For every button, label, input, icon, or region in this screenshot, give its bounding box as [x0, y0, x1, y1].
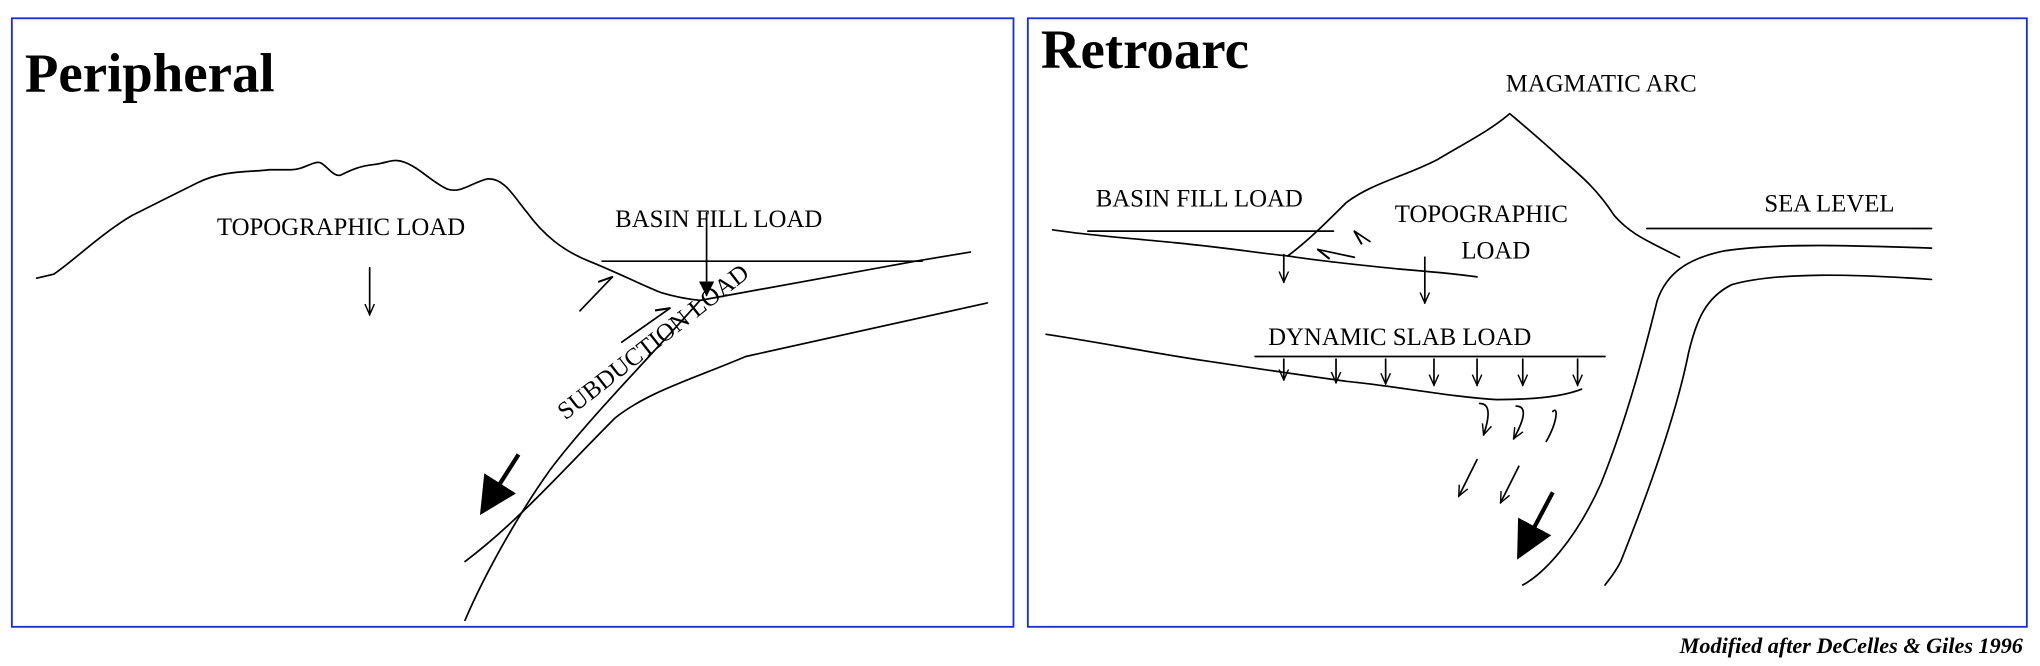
thrust-arrow	[1316, 248, 1356, 260]
peripheral-panel: Peripheral TOPOGRAPHIC LOAD BASIN FILL L…	[10, 17, 1015, 628]
dynamic-load-arrows	[1284, 358, 1578, 385]
load-label: LOAD	[1461, 238, 1530, 265]
panel-title: Peripheral	[25, 42, 275, 103]
thrust-arrow	[620, 307, 671, 343]
curved-arrow	[1545, 409, 1557, 443]
slab-upper-edge	[464, 299, 701, 622]
mantle-flow-arrows	[1457, 402, 1557, 503]
retroarc-panel: Retroarc MAGMATIC ARC SEA LEVEL BASIN FI…	[1026, 17, 2028, 628]
sea-level-label: SEA LEVEL	[1764, 191, 1894, 218]
topographic-label: TOPOGRAPHIC	[1395, 201, 1568, 228]
basin-fill-load-label: BASIN FILL LOAD	[1096, 185, 1303, 212]
slab-top	[699, 251, 972, 302]
curved-arrow	[1514, 405, 1525, 439]
panel-frame	[10, 17, 1015, 628]
subduction-direction-arrow	[479, 453, 521, 516]
slab-upper-edge	[1521, 244, 1933, 586]
dynamic-slab-load-label: DYNAMIC SLAB LOAD	[1268, 324, 1531, 351]
topographic-load-label: TOPOGRAPHIC LOAD	[217, 214, 465, 241]
panel-frame	[1026, 17, 2028, 628]
subduction-direction-arrow	[1517, 491, 1555, 560]
magmatic-arc-label: MAGMATIC ARC	[1506, 70, 1697, 97]
basin-fill-load-label: BASIN FILL LOAD	[615, 206, 822, 233]
slab-lower-edge	[464, 302, 989, 563]
flow-arrow	[1499, 465, 1520, 503]
thrust-arrow	[1353, 230, 1371, 245]
curved-arrow	[1478, 402, 1488, 435]
slab-lower-edge	[1604, 274, 1933, 586]
orogen-topography	[35, 159, 701, 302]
thrust-arrow	[579, 275, 614, 312]
deflected-surface	[1045, 333, 1583, 401]
source-credit: Modified after DeCelles & Giles 1996	[1679, 633, 2024, 658]
panel-title: Retroarc	[1041, 19, 1249, 80]
magmatic-arc-topography	[1286, 112, 1681, 259]
flow-arrow	[1457, 458, 1478, 497]
